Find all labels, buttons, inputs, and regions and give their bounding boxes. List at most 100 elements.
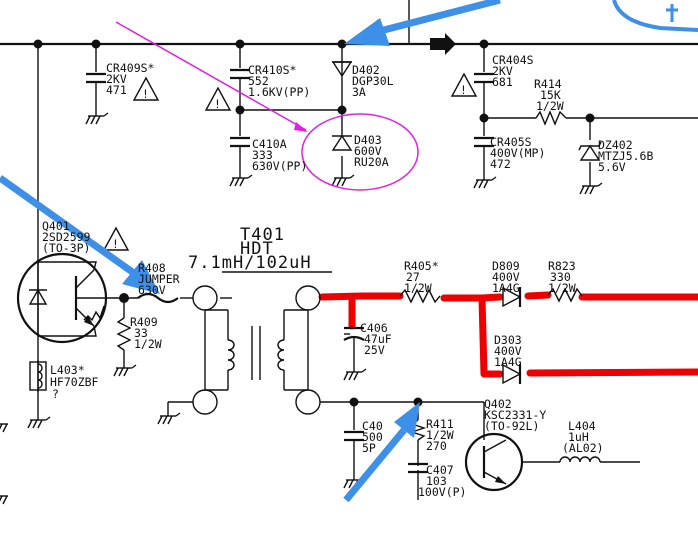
svg-text:C407: C407 bbox=[426, 463, 454, 477]
svg-text:CR410S*: CR410S* bbox=[248, 63, 296, 77]
d809-diode bbox=[502, 286, 522, 308]
svg-text:JUMPER: JUMPER bbox=[138, 272, 180, 286]
svg-text:552: 552 bbox=[248, 74, 269, 88]
svg-text:D403: D403 bbox=[354, 133, 382, 147]
ground-icon bbox=[85, 112, 109, 125]
svg-text:100V(P): 100V(P) bbox=[418, 485, 466, 499]
svg-text:(TO-92L): (TO-92L) bbox=[484, 419, 539, 433]
svg-text:R405*: R405* bbox=[404, 259, 439, 273]
c40x-label: C40 500 5P bbox=[362, 419, 383, 455]
svg-text:CR404S: CR404S bbox=[492, 53, 534, 67]
ground-icon bbox=[331, 174, 355, 187]
l404-inductor bbox=[559, 456, 601, 463]
cr410s-label: CR410S* 552 1.6KV(PP) bbox=[248, 63, 310, 99]
pointer-arrow-r411 bbox=[343, 402, 420, 503]
svg-text:270: 270 bbox=[426, 439, 447, 453]
svg-text:(TO-3P): (TO-3P) bbox=[42, 241, 90, 255]
svg-text:C410A: C410A bbox=[252, 137, 287, 151]
capacitors bbox=[86, 68, 494, 474]
svg-text:1/2W: 1/2W bbox=[426, 428, 454, 442]
svg-text:2KV: 2KV bbox=[106, 72, 127, 86]
svg-text:1/2W: 1/2W bbox=[134, 337, 162, 351]
svg-text:R408: R408 bbox=[138, 261, 166, 275]
svg-text:1.6KV(PP): 1.6KV(PP) bbox=[248, 85, 310, 99]
svg-text:400V(MP): 400V(MP) bbox=[490, 146, 545, 160]
svg-text:!: ! bbox=[112, 237, 119, 251]
r408-jumper bbox=[137, 292, 179, 304]
svg-text:400V: 400V bbox=[494, 344, 522, 358]
svg-text:!: ! bbox=[460, 83, 467, 97]
d809-label: D809 400V 1A4G bbox=[492, 259, 520, 295]
ground-icon bbox=[579, 182, 603, 195]
cr404s-capacitor bbox=[474, 72, 494, 90]
svg-text:1A4G: 1A4G bbox=[494, 355, 522, 369]
svg-text:C406: C406 bbox=[360, 321, 388, 335]
r414-label: R414 15K 1/2W bbox=[534, 77, 564, 113]
corner-callout-shape bbox=[612, 0, 698, 32]
wires bbox=[0, 0, 698, 500]
resistors bbox=[116, 110, 583, 441]
c406-capacitor bbox=[343, 326, 365, 346]
d403-diode bbox=[331, 134, 353, 151]
r823-label: R823 330 1/2W bbox=[548, 259, 576, 295]
ground-icon bbox=[0, 495, 8, 505]
diodes bbox=[331, 61, 602, 385]
svg-text:T401: T401 bbox=[240, 225, 285, 245]
cr405s-capacitor bbox=[474, 136, 494, 154]
svg-text:472: 472 bbox=[490, 157, 511, 171]
svg-text:R414: R414 bbox=[534, 77, 562, 91]
ground-icon bbox=[27, 416, 51, 429]
annotation-arrowhead-icon bbox=[294, 122, 308, 132]
c410a-label: C410A 333 630V(PP) bbox=[252, 137, 307, 173]
ground-icon bbox=[343, 368, 367, 381]
ground-icon bbox=[0, 423, 8, 433]
q401-label: Q401 2SD2599 (TO-3P) bbox=[42, 219, 91, 255]
warning-triangles: ! ! ! ! bbox=[102, 72, 478, 251]
r408-label: R408 JUMPER 630V bbox=[138, 261, 180, 297]
d402-label: D402 DGP30L 3A bbox=[352, 63, 394, 99]
annotation-circle bbox=[301, 113, 419, 191]
svg-text:R409: R409 bbox=[130, 315, 158, 329]
svg-text:DZ402: DZ402 bbox=[598, 138, 633, 152]
r823-resistor bbox=[547, 287, 583, 303]
c406-label: C406 47uF 25V bbox=[360, 321, 392, 357]
svg-text:3A: 3A bbox=[352, 85, 366, 99]
l404-label: L404 1uH (AL02) bbox=[562, 419, 604, 455]
svg-text:R411: R411 bbox=[426, 417, 454, 431]
svg-text:1/2W: 1/2W bbox=[536, 99, 564, 113]
svg-text:681: 681 bbox=[492, 75, 513, 89]
warning-icon: ! bbox=[102, 226, 130, 251]
ground-icon bbox=[473, 176, 497, 189]
svg-text:C40: C40 bbox=[362, 419, 383, 433]
svg-text:500: 500 bbox=[362, 430, 383, 444]
svg-text:25V: 25V bbox=[364, 343, 385, 357]
cr409s-label: CR409S* 2KV 471 bbox=[106, 61, 154, 97]
d402-diode bbox=[331, 61, 353, 78]
svg-text:1uH: 1uH bbox=[568, 430, 589, 444]
svg-text:HF70ZBF: HF70ZBF bbox=[50, 375, 99, 389]
ground-icon bbox=[157, 412, 181, 425]
svg-text:1A4G: 1A4G bbox=[492, 281, 520, 295]
svg-text:RU20A: RU20A bbox=[354, 155, 389, 169]
svg-text:KSC2331-Y: KSC2331-Y bbox=[484, 408, 546, 422]
svg-text:L404: L404 bbox=[568, 419, 596, 433]
svg-text:471: 471 bbox=[106, 83, 127, 97]
dz402-label: DZ402 MTZJ5.6B 5.6V bbox=[598, 138, 653, 174]
cr405s-label: CR405S 400V(MP) 472 bbox=[490, 135, 545, 171]
cr404s-label: CR404S 2KV 681 bbox=[492, 53, 534, 89]
component-labels: CR409S* 2KV 471 CR410S* 552 1.6KV(PP) D4… bbox=[42, 53, 653, 499]
d303-diode bbox=[502, 363, 522, 385]
svg-text:1/2W: 1/2W bbox=[404, 281, 432, 295]
svg-text:Q401: Q401 bbox=[42, 219, 70, 233]
l403-label: L403* HF70ZBF ? bbox=[50, 363, 99, 401]
svg-text:Q402: Q402 bbox=[484, 397, 512, 411]
svg-text:!: ! bbox=[214, 97, 221, 111]
svg-text:D303: D303 bbox=[494, 333, 522, 347]
svg-text:D402: D402 bbox=[352, 63, 380, 77]
highlight-annotation bbox=[115, 21, 419, 191]
svg-text:400V: 400V bbox=[492, 270, 520, 284]
q402-transistor bbox=[464, 432, 560, 492]
pointer-arrows bbox=[0, 0, 501, 503]
q402-label: Q402 KSC2331-Y (TO-92L) bbox=[484, 397, 546, 433]
svg-text:27: 27 bbox=[406, 270, 420, 284]
